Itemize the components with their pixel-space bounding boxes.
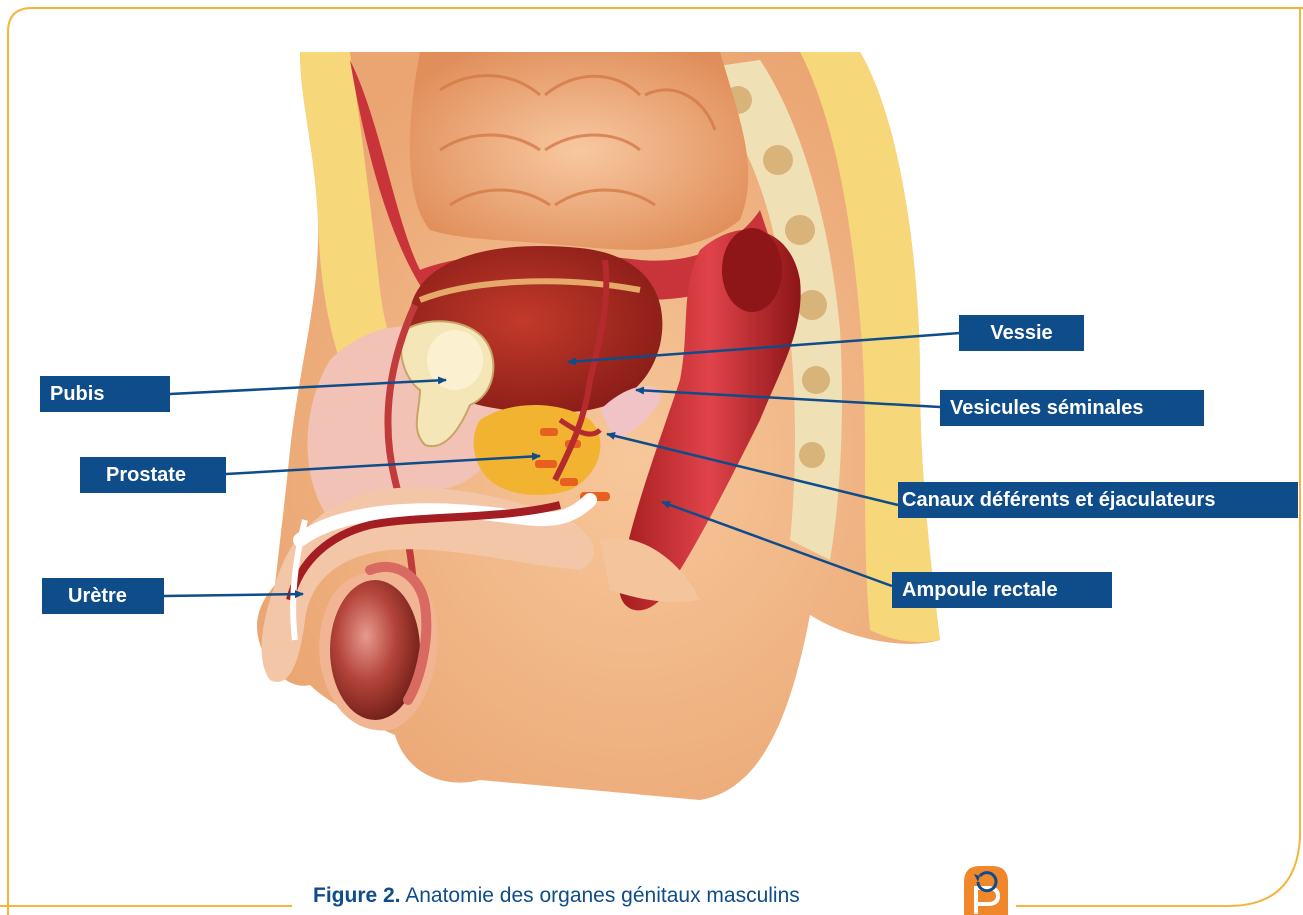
label-vesicules: Vesicules séminales: [940, 390, 1204, 426]
label-canaux: Canaux déférents et éjaculateurs: [898, 482, 1298, 518]
label-ampoule: Ampoule rectale: [892, 572, 1112, 608]
arrow-uretre: [164, 594, 303, 596]
arrow-vesicules: [636, 390, 940, 407]
arrow-prostate: [226, 456, 540, 474]
publisher-logo: [958, 860, 1014, 915]
figure-caption-text: Anatomie des organes génitaux masculins: [405, 884, 800, 907]
arrow-vessie: [568, 333, 960, 362]
label-vessie: Vessie: [959, 315, 1084, 351]
arrow-canaux: [607, 434, 898, 505]
label-uretre: Urètre: [42, 578, 164, 614]
figure-number: Figure 2.: [313, 884, 401, 907]
figure-caption: Figure 2. Anatomie des organes génitaux …: [313, 884, 800, 908]
arrow-pubis: [170, 380, 446, 394]
label-pubis: Pubis: [40, 376, 170, 412]
arrow-ampoule: [662, 502, 892, 586]
label-prostate: Prostate: [80, 457, 226, 493]
